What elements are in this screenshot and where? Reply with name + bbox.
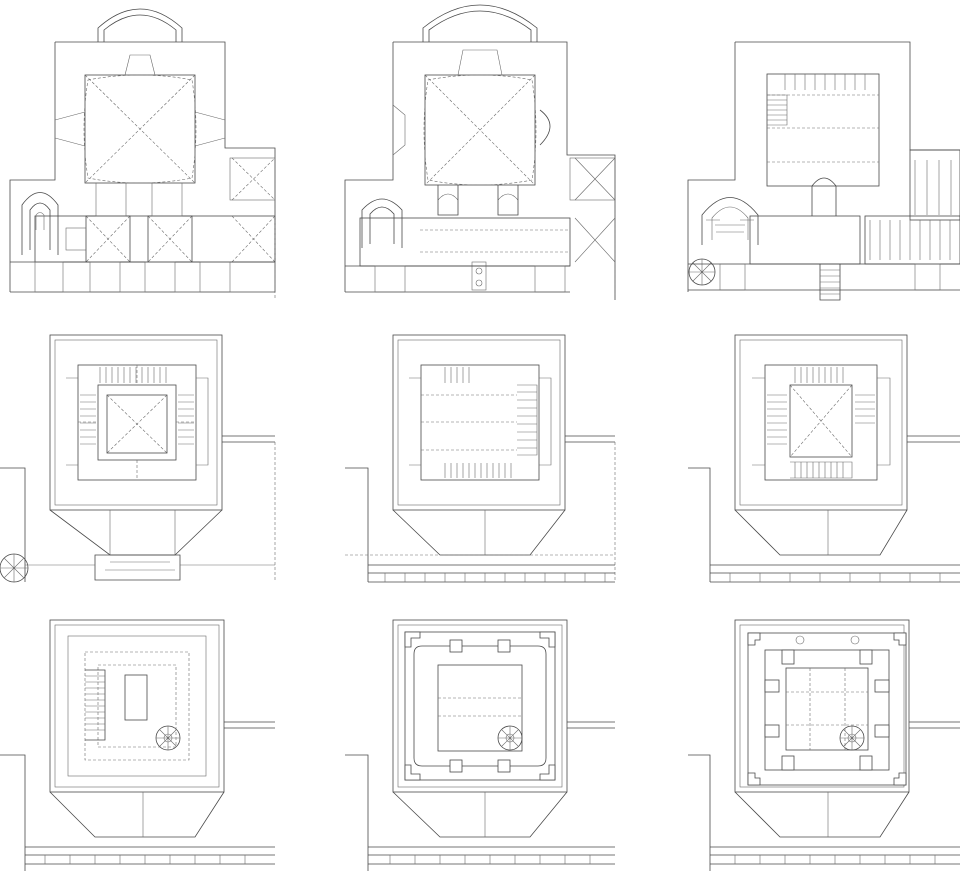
plan-2 <box>344 4 616 300</box>
plan-6 <box>688 334 960 583</box>
plan-8 <box>345 619 615 871</box>
plan-1 <box>9 8 276 300</box>
plan-4 <box>0 334 276 583</box>
plan-5 <box>345 334 616 583</box>
plan-9 <box>688 619 960 871</box>
plan-7 <box>0 619 275 871</box>
plan-3 <box>687 41 960 301</box>
